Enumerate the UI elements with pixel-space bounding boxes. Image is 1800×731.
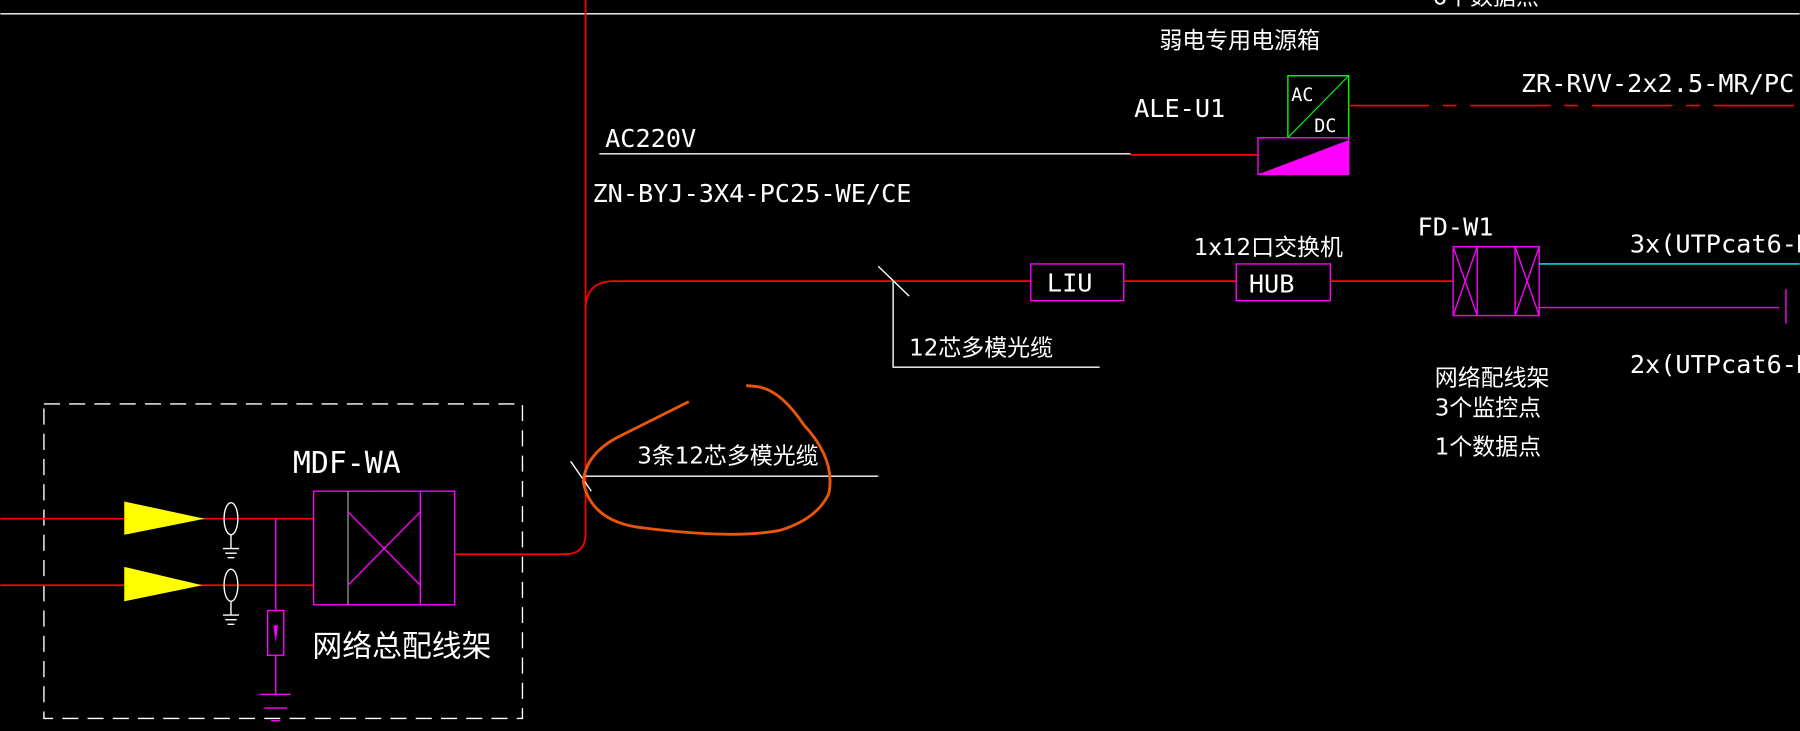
power-box-title: 弱电专用电源箱 bbox=[1159, 28, 1320, 54]
surge-arrester-icon bbox=[259, 518, 291, 722]
power-box-id: ALE-U1 bbox=[1134, 94, 1225, 123]
markup-circle-annotation bbox=[581, 384, 832, 536]
fd-patch-panel[interactable] bbox=[1452, 246, 1540, 317]
fd-caption-3: 1个数据点 bbox=[1435, 434, 1541, 460]
fiber-to-liu-line bbox=[584, 280, 1031, 310]
amplifier-icon bbox=[124, 501, 205, 535]
fiber-leader bbox=[892, 281, 1100, 368]
ac-dc-converter[interactable]: AC DC bbox=[1287, 75, 1350, 139]
fd-caption-2: 3个监控点 bbox=[1435, 395, 1541, 421]
ac-label: AC bbox=[1291, 85, 1313, 106]
trunk-label: 3条12芯多模光缆 bbox=[637, 444, 818, 470]
dc-label: DC bbox=[1314, 116, 1336, 137]
mdf-id: MDF-WA bbox=[293, 446, 401, 481]
top-partial-label: 6个数据点 bbox=[1432, 0, 1538, 11]
hub-label: HUB bbox=[1249, 270, 1295, 299]
fd-caption-1: 网络配线架 bbox=[1435, 366, 1550, 392]
feeder-cable: ZN-BYJ-3X4-PC25-WE/CE bbox=[592, 179, 911, 208]
hub-box[interactable]: HUB bbox=[1235, 263, 1332, 302]
mdf-room-boundary bbox=[43, 403, 524, 720]
trunk-riser-line bbox=[455, 0, 587, 556]
amplifier-icon bbox=[124, 566, 203, 602]
hub-caption: 1x12口交换机 bbox=[1194, 235, 1343, 261]
liu-label: LIU bbox=[1047, 268, 1093, 297]
fiber-branch-label: 12芯多模光缆 bbox=[909, 336, 1053, 362]
cat6-bottom-label: 2x(UTPcat6-M bbox=[1630, 350, 1800, 379]
feeder-voltage: AC220V bbox=[605, 124, 696, 153]
mdf-patch-panel[interactable] bbox=[312, 490, 456, 606]
ground-icon bbox=[222, 568, 240, 625]
fd-id: FD-W1 bbox=[1418, 212, 1494, 241]
mdf-caption: 网络总配线架 bbox=[312, 629, 491, 664]
liu-box[interactable]: LIU bbox=[1030, 263, 1125, 302]
power-supply-box[interactable] bbox=[1257, 137, 1350, 176]
ground-icon bbox=[222, 501, 240, 559]
power-cable-label: ZR-RVV-2x2.5-MR/PC bbox=[1521, 69, 1794, 98]
cat6-top-label: 3x(UTPcat6-M bbox=[1630, 229, 1800, 258]
trunk-tick bbox=[570, 460, 592, 492]
